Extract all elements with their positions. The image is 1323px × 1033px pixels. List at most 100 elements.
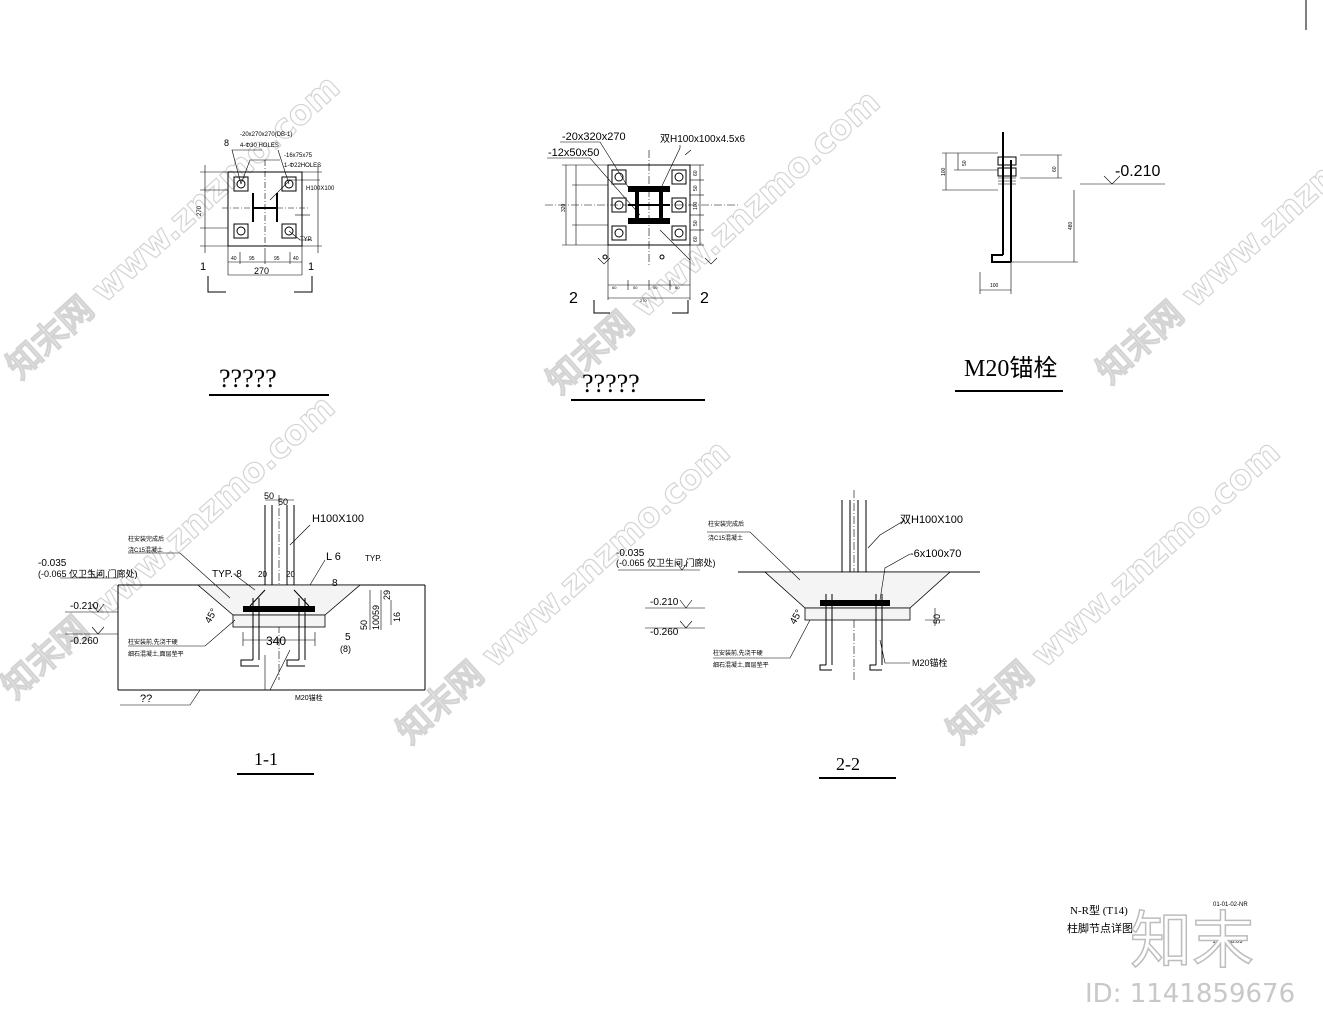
right-dim: 100 [371,615,381,630]
dim-side: 320 [561,203,567,212]
elev-2: -0.210 [650,597,679,608]
anchor-bolt [281,223,297,239]
titleblock-name: 柱脚节点详图 [1067,921,1133,935]
elev-1b: (-0.065 仅卫生间,门廊处) [38,568,138,579]
note-before: 柱安装前,先浇干硬 [128,638,178,646]
qq-label: ?? [140,693,152,705]
dim-20: 20 [258,570,267,579]
dim-right: 50 [693,220,699,226]
b8-label: 8 [332,578,338,589]
section-mark-2: 2 [569,290,578,307]
l6-label: L 6 [326,551,341,563]
dim-right: 60 [693,236,699,242]
anchor-bolt [233,176,249,192]
member-label: H100X100 [306,186,335,192]
dim-part: 50 [653,285,658,290]
right-dim: 29 [382,590,392,600]
watermark-text: 知末网 www.znzmo.com [1089,72,1323,392]
right-dim: 59 [371,605,381,615]
right-dim: 50 [359,620,369,630]
section-1-title: 1-1 [254,749,278,769]
plan-mid-drawing: -20x320x270 -12x50x50 双H100x100x4.5x6 27… [545,131,745,401]
washer-label: -16x75x75 [284,153,313,159]
note-fine: 细石混凝土,面层垫平 [128,650,184,658]
top-dim: 50 [264,491,274,501]
dim-right: 100 [693,201,699,210]
note-fine: 细石混凝土,面层垫平 [713,661,769,669]
anchor-label: M20锚栓 [912,657,948,668]
angle-label: 45° [203,607,220,626]
note-after: 柱安装完成后 [128,535,164,543]
section-1-drawing: 50 50 H100X100 柱安装完成后 浇C15混凝土 -0.035 (-0… [38,491,426,775]
title-block: N-R型 (T14) 柱脚节点详图 01-01-02-NR 2011.08.09… [1067,902,1295,1009]
logo-watermark: 知末 [1130,904,1254,977]
dim-part: 60 [612,285,617,290]
titleblock-date: 2011.08.09 [1213,939,1243,945]
member-label: 双H100x100x4.5x6 [660,133,745,145]
watermark-text: 知末网 www.znzmo.com [389,432,738,752]
right-dim: 50 [932,614,942,624]
watermark-text: 知末网 www.znzmo.com [0,387,343,707]
anchor-dim: 100 [990,283,999,289]
id-watermark: ID: 1141859676 [1085,979,1295,1009]
titleblock-type: N-R型 (T14) [1070,903,1128,917]
stiffener-label: -12x50x50 [548,147,599,159]
section-2-drawing: 双H100X100 -6x100x70 柱安装完成后 浇C15混凝土 -0.03… [616,490,980,779]
dim-right: 50 [693,185,699,191]
elev-1b: (-0.065 仅卫生间,门廊处) [616,557,716,568]
weld-label: 8 [224,138,229,148]
elev-1: -0.035 [38,558,67,569]
top-dim: 50 [278,497,288,507]
anchor-dim: 100 [941,167,947,176]
eight-label: (8) [340,644,351,654]
elev-2: -0.210 [70,601,99,612]
section-cut-1 [294,276,313,293]
anchor-dim: 50 [962,160,968,166]
section-cut-2 [593,300,610,314]
plan-left-drawing: -20x270x270(DB-1) 4-Φ30 HOLES -16x75x75 … [197,132,335,396]
watermark-text: 知末网 www.znzmo.com [539,82,888,402]
section-2-title: 2-2 [836,754,860,774]
anchor-bolt [281,176,297,192]
small-holes-label: 1-Φ22HOLES [284,163,321,169]
plan-left-title: ????? [219,364,277,393]
anchor-elevation: -0.210 [1115,163,1160,180]
watermark-text: 知末网 www.znzmo.com [939,432,1288,752]
note-before: 柱安装前,先浇干硬 [713,649,763,657]
anchor-dim: 60 [1052,166,1058,172]
note-after: 柱安装完成后 [708,520,744,528]
note-c15: 浇C15混凝土 [708,534,743,542]
member-label: 双H100X100 [900,513,963,526]
dim-side: 270 [197,205,203,216]
anchor-label: M20锚栓 [295,693,323,702]
anchor-bolt-drawing: -0.210 50 100 60 480 100 M20锚栓 [941,132,1165,392]
elev-1: -0.035 [616,548,645,559]
section-mark-1: 1 [200,261,206,273]
dim-part: 95 [274,256,280,262]
elev-3: -0.260 [70,636,99,647]
plate-label: -20x320x270 [562,131,626,143]
dim-part: 40 [293,256,299,262]
section-mark-1: 1 [308,261,314,273]
five-label: 5 [345,632,351,643]
typ-label: TYP. [300,237,313,243]
width-dim: 340 [266,634,286,648]
dim-part: 60 [675,285,680,290]
right-dim: 16 [392,612,402,622]
dim-part: 95 [249,256,255,262]
titleblock-code: 01-01-02-NR [1213,902,1248,908]
angle-label: 45° [788,608,805,627]
typ-label: TYP. [365,554,382,563]
section-cut-1 [207,276,226,293]
member-label: H100X100 [312,513,364,525]
elev-3: -0.260 [650,627,679,638]
plate-label: -6x100x70 [910,548,961,560]
dim-20: 20 [286,570,295,579]
dim-total: 270 [254,266,269,276]
section-mark-2: 2 [700,290,709,307]
anchor-title: M20锚栓 [964,355,1057,382]
dim-part: 40 [231,256,237,262]
anchor-bolt [233,223,249,239]
section-cut-2 [672,300,689,314]
